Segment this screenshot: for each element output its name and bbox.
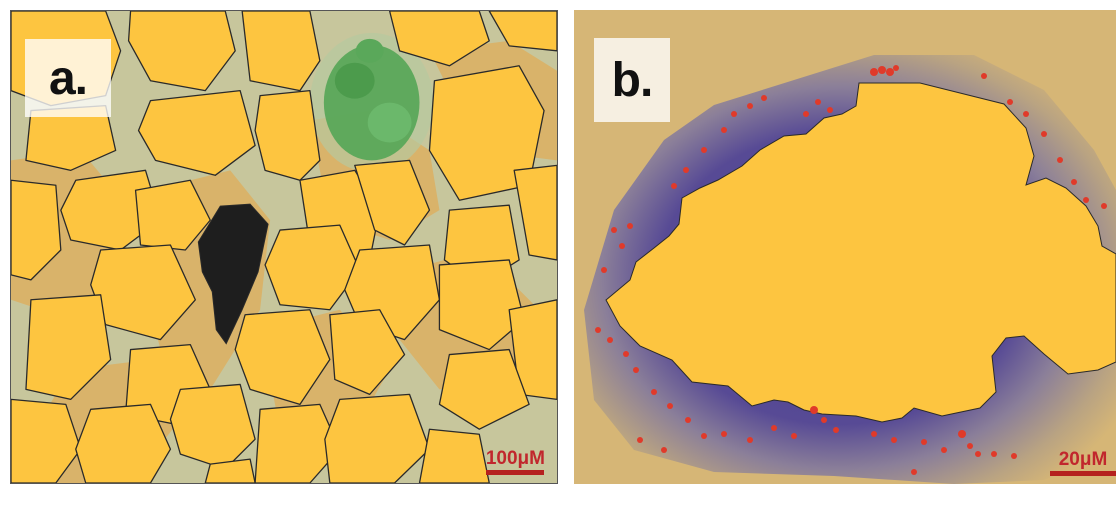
biofilm-colony: [309, 32, 434, 173]
panel-label: a.: [48, 51, 88, 105]
scale-bar-group: 100μM: [486, 449, 545, 475]
scale-label: 100μM: [485, 448, 545, 469]
panel-label-box: b.: [594, 38, 670, 122]
panel-b: b. 20μM: [574, 10, 1116, 484]
panel-label: b.: [611, 53, 654, 107]
central-grain: [605, 82, 1116, 423]
grain-detail: [574, 10, 1116, 484]
scale-bar-group: 20μM: [1050, 450, 1116, 476]
scale-label: 20μM: [1058, 449, 1108, 470]
scale-bar: [1050, 471, 1116, 476]
panel-a: a. 100μM: [10, 10, 558, 484]
tracer-particles: [595, 65, 1107, 475]
panel-label-box: a.: [25, 39, 111, 117]
scale-bar: [486, 470, 545, 475]
organic-void: [197, 203, 269, 345]
